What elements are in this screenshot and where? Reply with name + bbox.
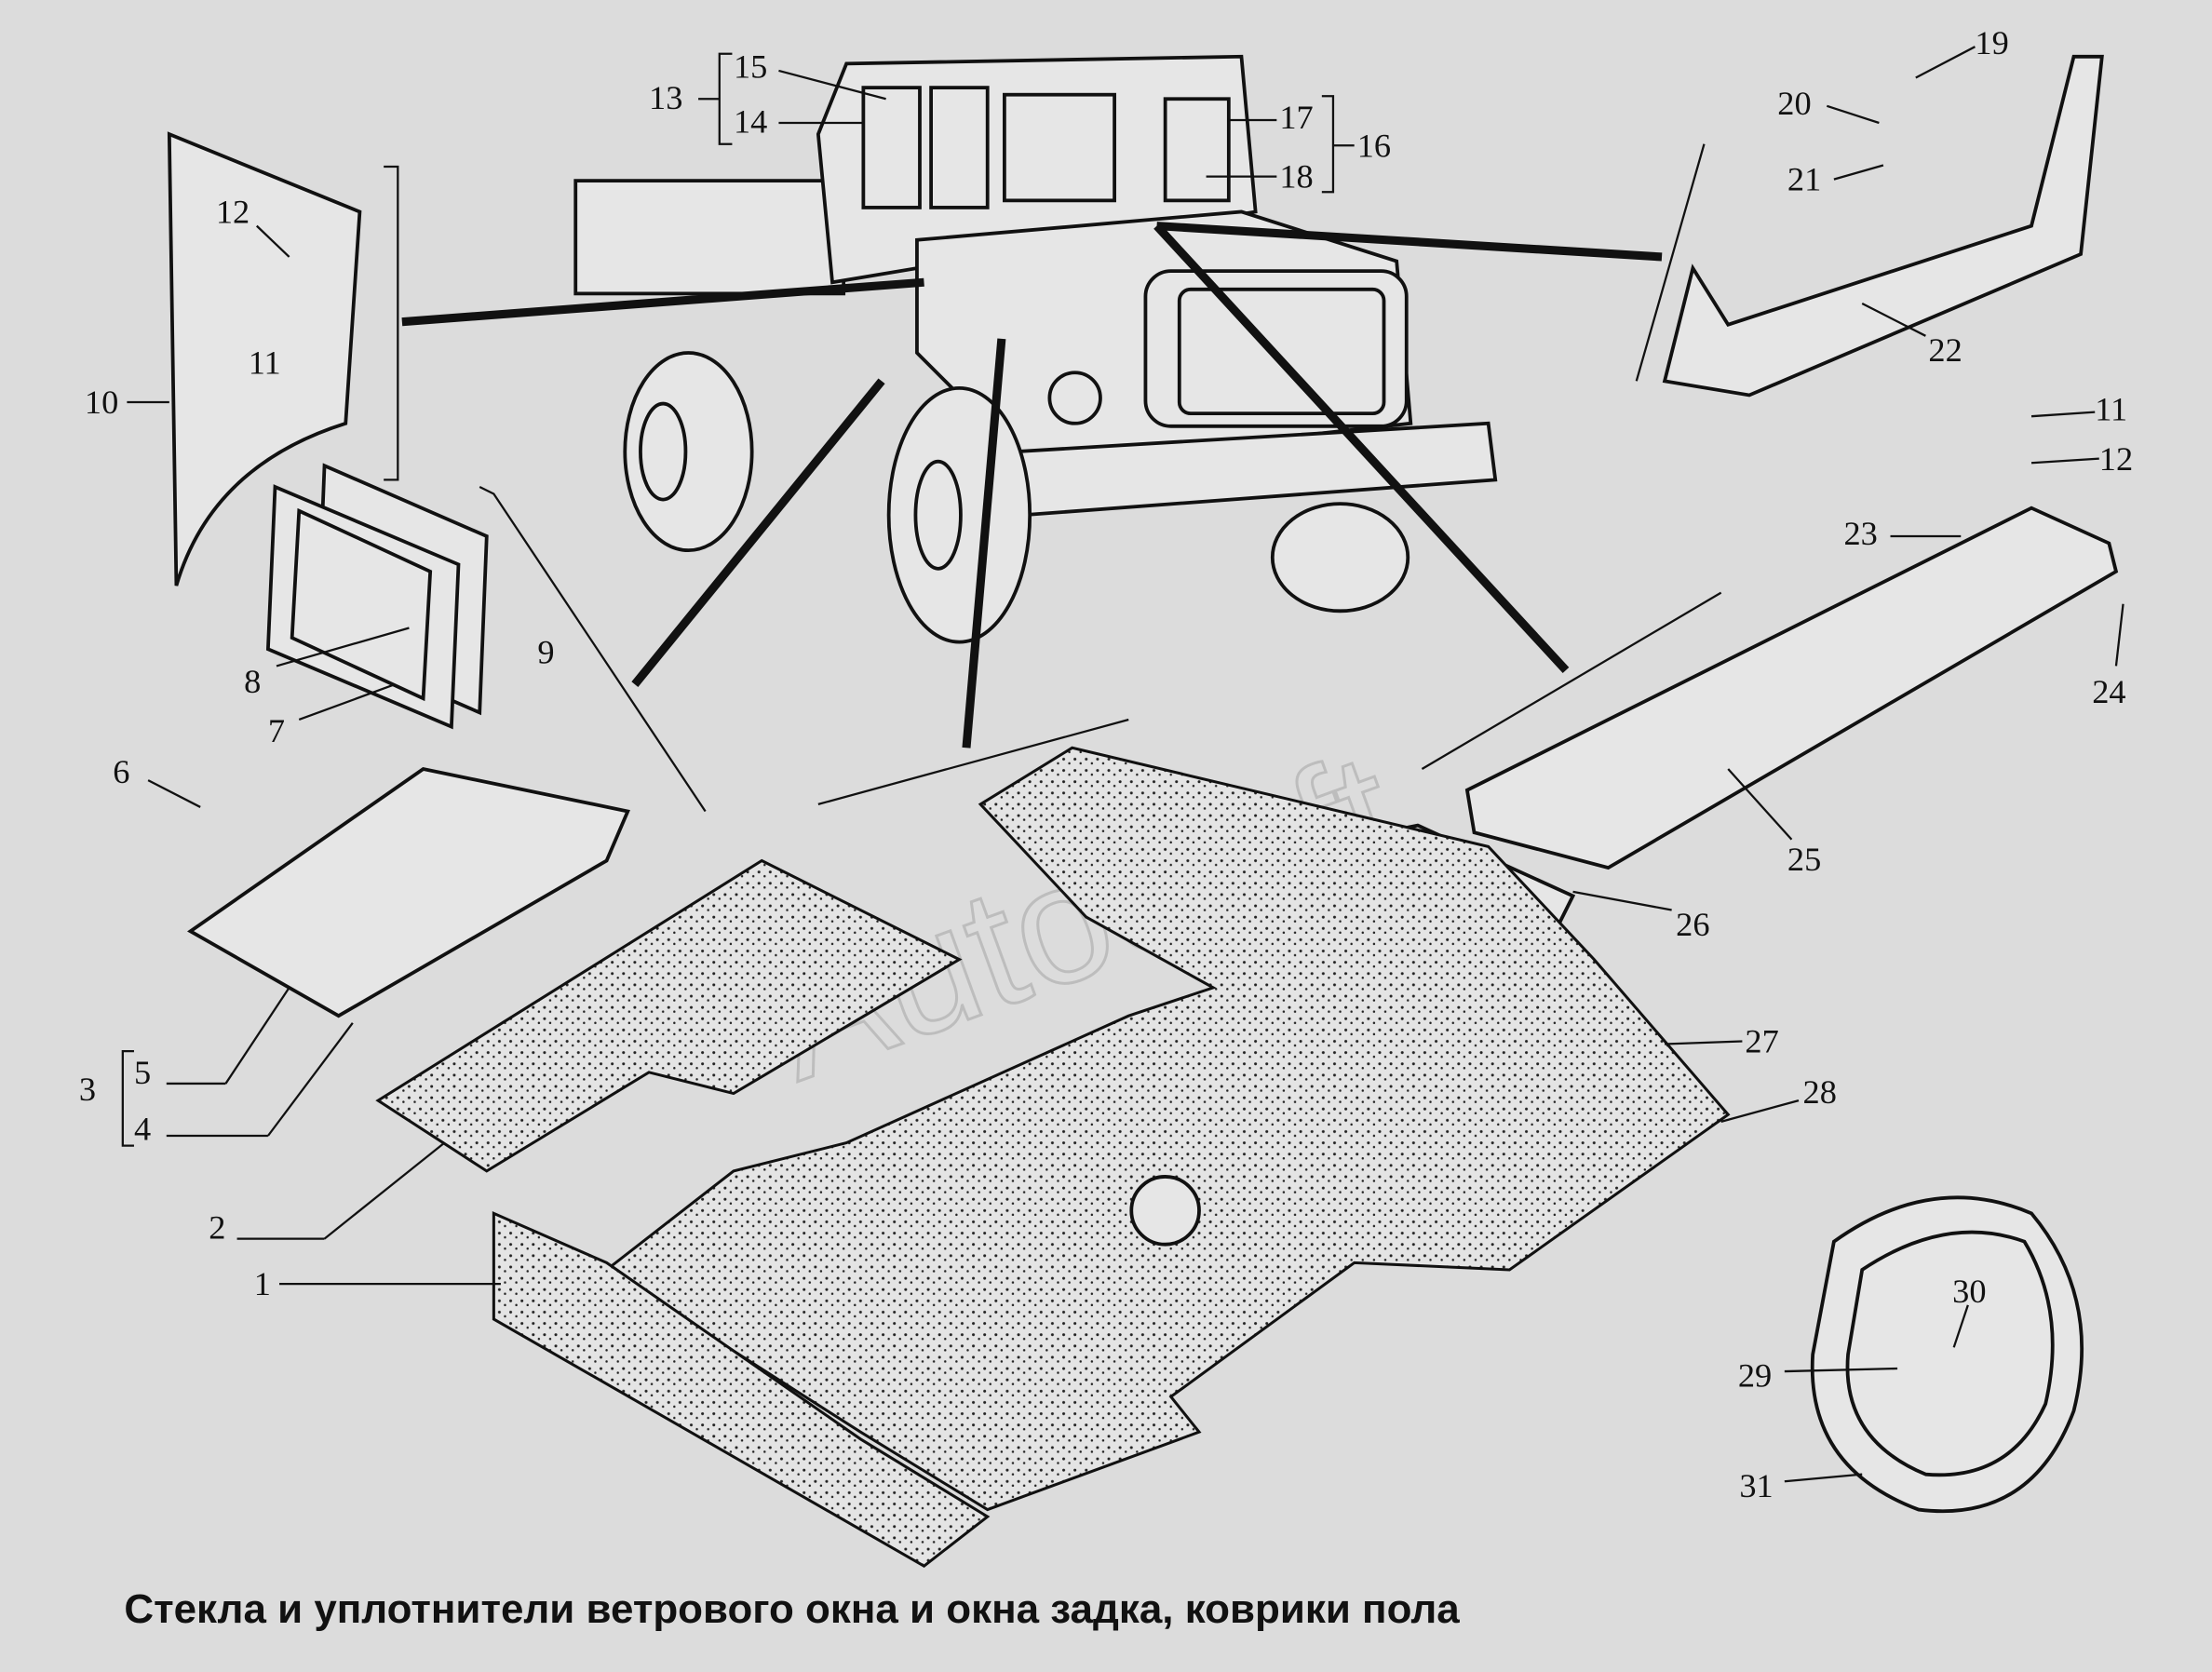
callout-14: 14: [734, 103, 767, 141]
callout-10: 10: [85, 384, 118, 421]
callout-25: 25: [1787, 841, 1821, 878]
callout-18: 18: [1279, 158, 1313, 196]
callout-27: 27: [1745, 1023, 1778, 1060]
part-3-cover: [187, 767, 630, 1018]
part-7-8-seal: [265, 463, 489, 730]
callout-24: 24: [2092, 673, 2125, 710]
callout-leaders: [121, 46, 2124, 1483]
diagram-caption: Стекла и уплотнители ветрового окна и ок…: [124, 1586, 1460, 1632]
callout-20: 20: [1777, 85, 1811, 122]
callout-30: 30: [1952, 1273, 1986, 1310]
part-10-panel: [167, 131, 362, 587]
callout-16: 16: [1357, 127, 1391, 164]
callout-19: 19: [1975, 24, 2008, 61]
callout-5: 5: [134, 1054, 151, 1091]
part-1-rear-mat: [492, 1211, 991, 1568]
part-23-panel: [1464, 506, 2119, 870]
callout-29: 29: [1738, 1357, 1772, 1395]
callout-13: 13: [649, 79, 682, 116]
callout-1: 1: [254, 1265, 271, 1302]
callout-15: 15: [734, 48, 767, 86]
part-28-floor-mat: [603, 746, 1731, 1512]
callout-4: 4: [134, 1111, 151, 1148]
callout-28: 28: [1803, 1073, 1837, 1111]
part-22-handrail: [1662, 54, 2104, 398]
callout-9: 9: [537, 633, 554, 670]
callout-6: 6: [113, 753, 129, 790]
callout-22: 22: [1928, 331, 1962, 369]
callout-7: 7: [268, 712, 285, 749]
callout-12-right: 12: [2099, 440, 2133, 478]
callouts: 1 2 3 4 5 6 7 8 9 10 11 12 13 14 15 16 1…: [79, 24, 2133, 1504]
leader-lines: [384, 143, 1722, 813]
callout-3: 3: [79, 1071, 96, 1108]
truck-illustration: [573, 54, 1498, 644]
callout-23: 23: [1844, 515, 1878, 552]
callout-31: 31: [1739, 1467, 1773, 1504]
callout-26: 26: [1676, 906, 1709, 943]
callout-2: 2: [209, 1209, 225, 1247]
callout-11-right: 11: [2095, 391, 2127, 428]
callout-17: 17: [1279, 99, 1313, 136]
callout-8: 8: [244, 663, 261, 700]
callout-21: 21: [1787, 161, 1821, 198]
callout-11: 11: [249, 344, 281, 382]
callout-12: 12: [216, 194, 250, 231]
part-2-front-mat: [375, 858, 963, 1173]
